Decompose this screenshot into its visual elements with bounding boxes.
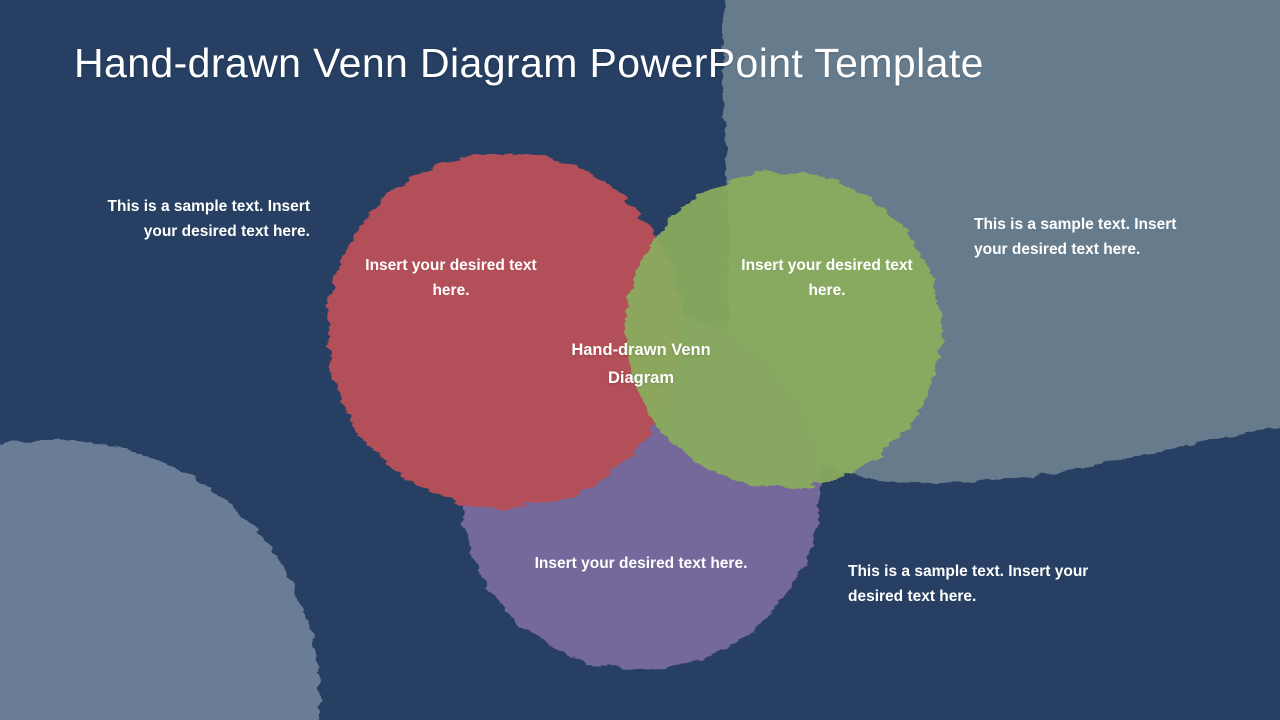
- purple-circle-label: Insert your desired text here.: [534, 555, 748, 572]
- note-left: This is a sample text. Insert your desir…: [107, 198, 310, 241]
- bottom-left-slate-shape: [0, 440, 320, 720]
- red-circle-label: Insert your desired text here.: [365, 257, 537, 299]
- green-circle-label: Insert your desired text here.: [741, 257, 913, 299]
- venn-center-label: Hand-drawn Venn Diagram: [571, 341, 711, 388]
- note-right-bottom: This is a sample text. Insert your desir…: [848, 563, 1089, 606]
- venn-circle-red[interactable]: [327, 152, 683, 508]
- venn-circle-green[interactable]: [625, 172, 941, 488]
- page-title: Hand-drawn Venn Diagram PowerPoint Templ…: [74, 40, 984, 86]
- note-right-top: This is a sample text. Insert your desir…: [974, 216, 1177, 259]
